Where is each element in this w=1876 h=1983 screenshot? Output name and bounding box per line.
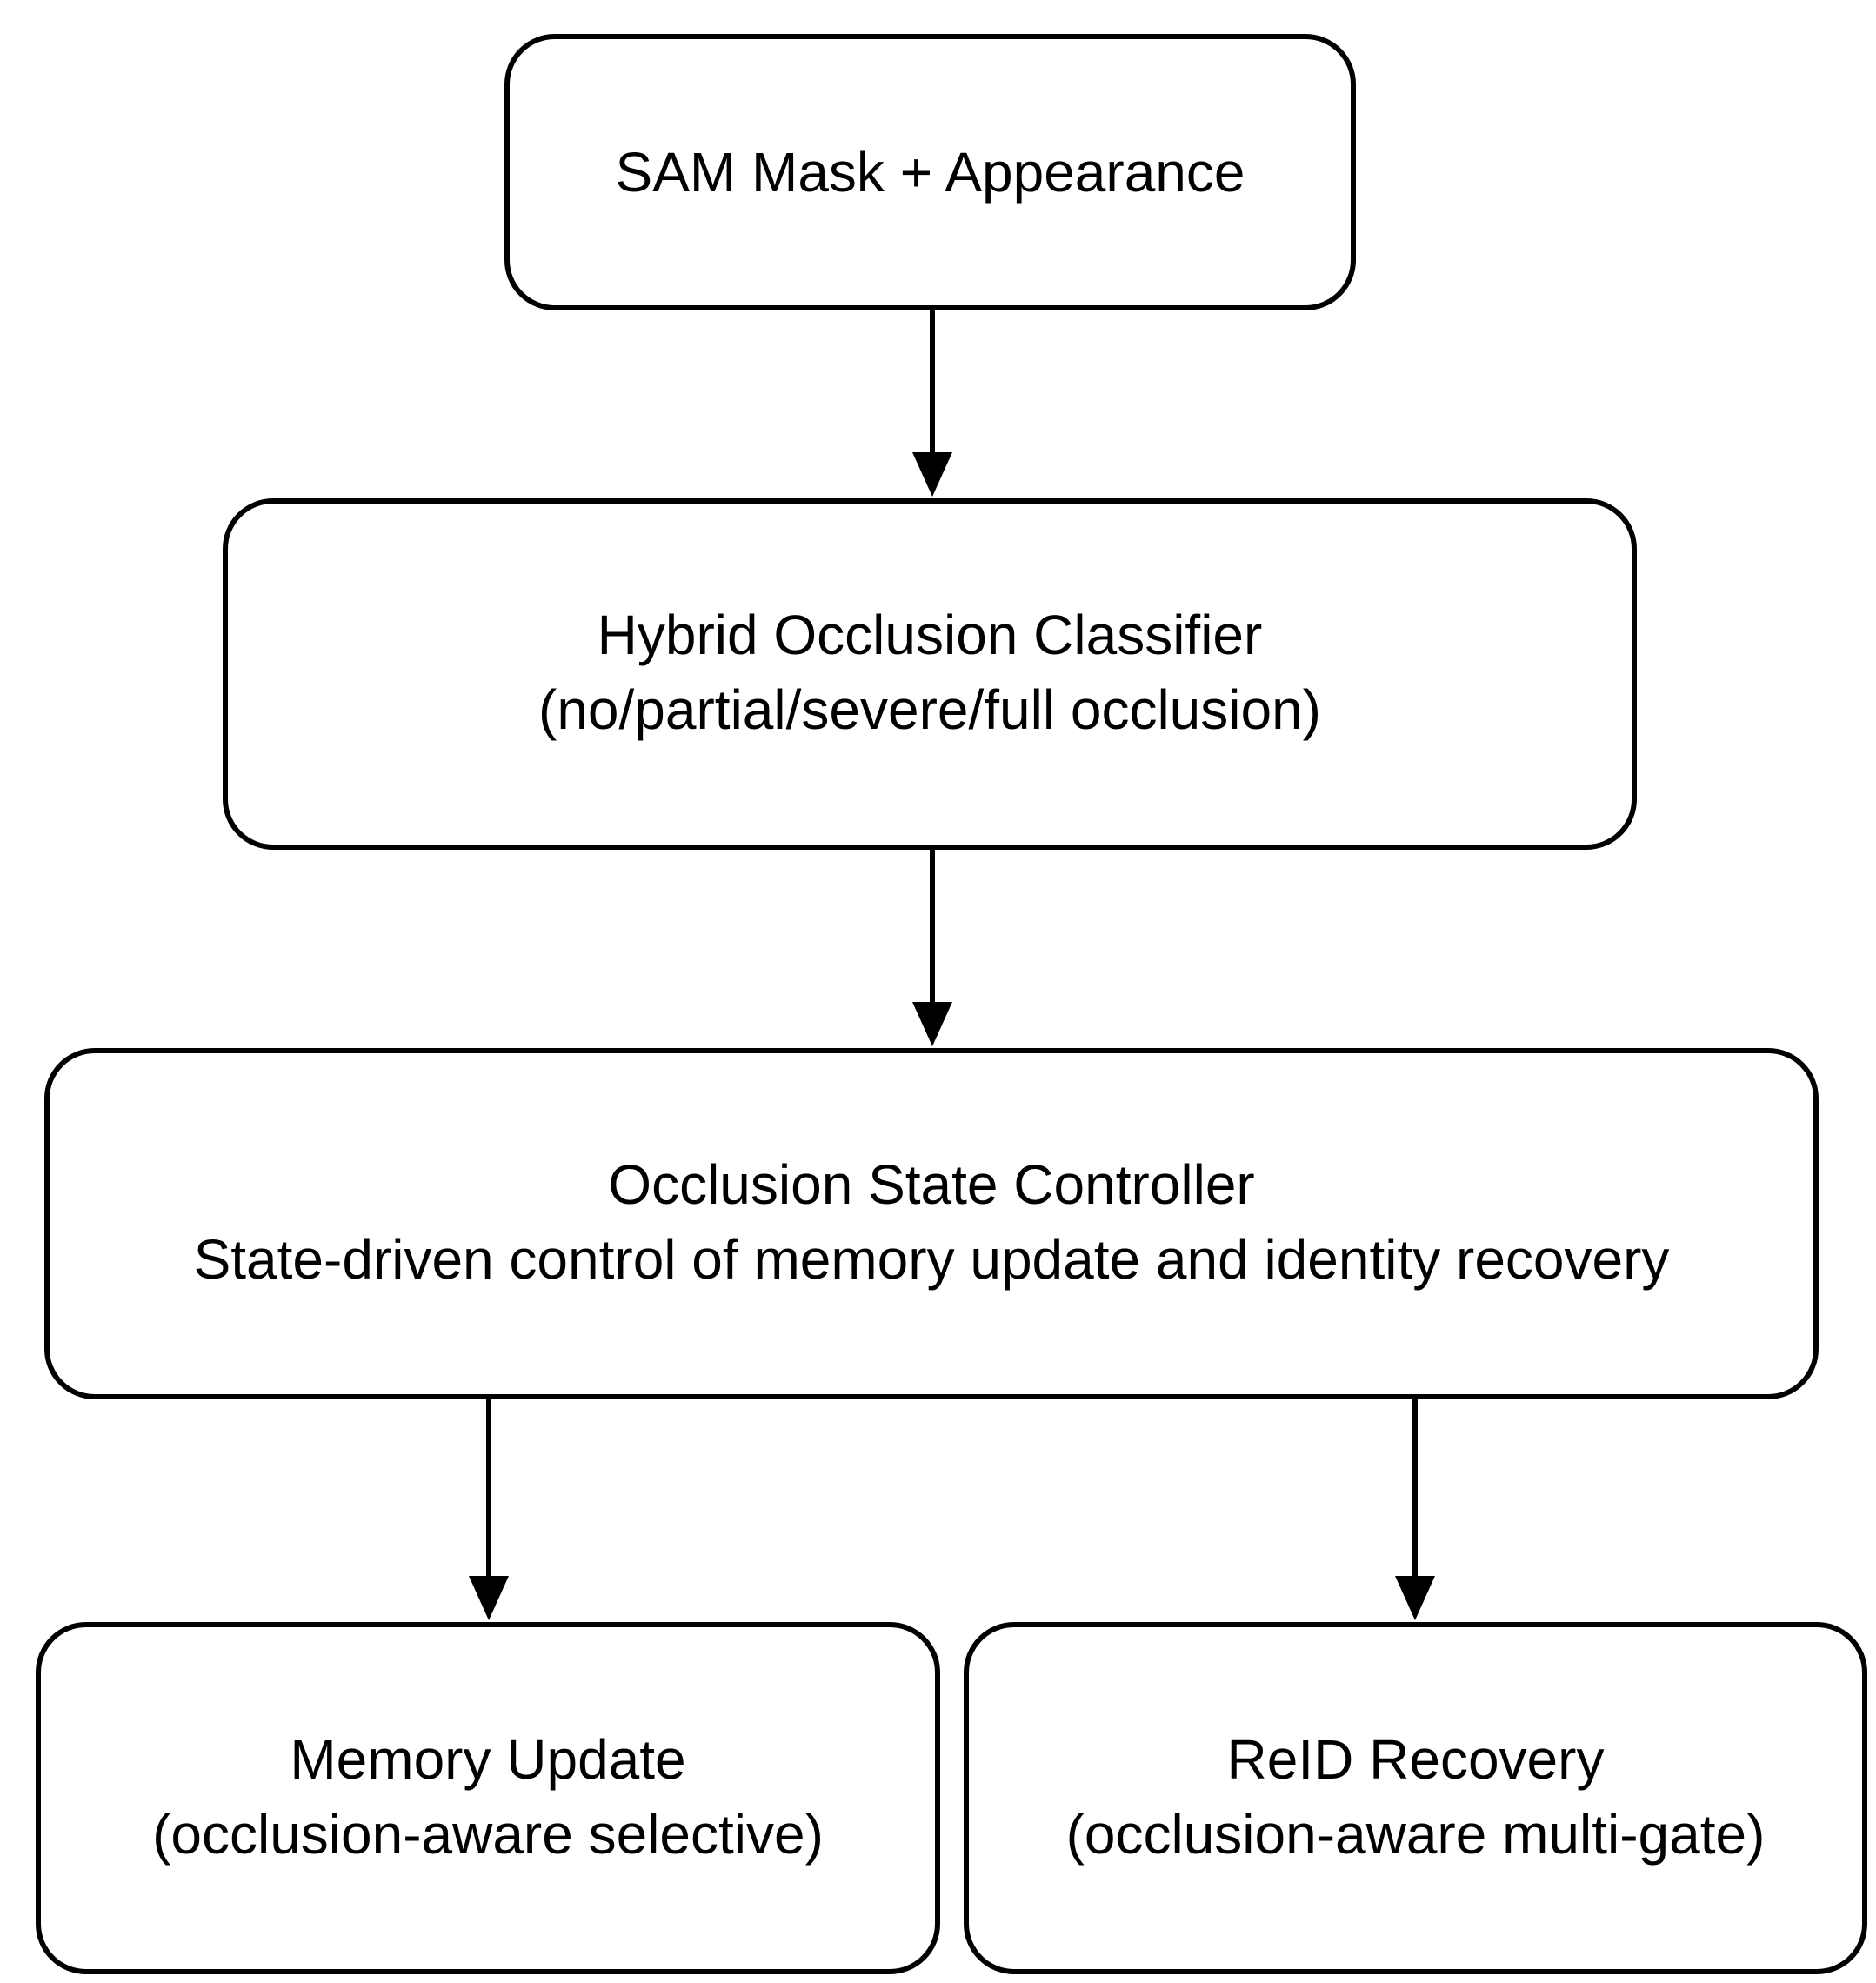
arrow-controller-to-reid bbox=[1395, 1399, 1435, 1620]
node-label: ReID Recovery bbox=[1226, 1727, 1605, 1791]
node-sublabel: State-driven control of memory update an… bbox=[193, 1228, 1670, 1291]
arrow-classifier-to-controller bbox=[912, 850, 952, 1046]
node-sublabel: (no/partial/severe/full occlusion) bbox=[538, 678, 1321, 741]
node-memory-update: Memory Update (occlusion-aware selective… bbox=[36, 1622, 940, 1974]
node-label: Memory Update bbox=[290, 1727, 686, 1791]
node-occlusion-state-controller: Occlusion State Controller State-driven … bbox=[44, 1048, 1819, 1399]
node-sublabel: (occlusion-aware multi-gate) bbox=[1065, 1802, 1766, 1866]
node-hybrid-occlusion-classifier: Hybrid Occlusion Classifier (no/partial/… bbox=[223, 498, 1637, 850]
node-label: Occlusion State Controller bbox=[608, 1153, 1255, 1216]
node-reid-recovery: ReID Recovery (occlusion-aware multi-gat… bbox=[964, 1622, 1867, 1974]
arrow-controller-to-memory bbox=[469, 1399, 509, 1620]
node-label: SAM Mask + Appearance bbox=[615, 141, 1245, 204]
node-sam-mask-appearance: SAM Mask + Appearance bbox=[504, 34, 1356, 310]
node-label: Hybrid Occlusion Classifier bbox=[597, 604, 1263, 666]
arrow-sam-to-classifier bbox=[912, 310, 952, 497]
node-sublabel: (occlusion-aware selective) bbox=[152, 1802, 824, 1866]
